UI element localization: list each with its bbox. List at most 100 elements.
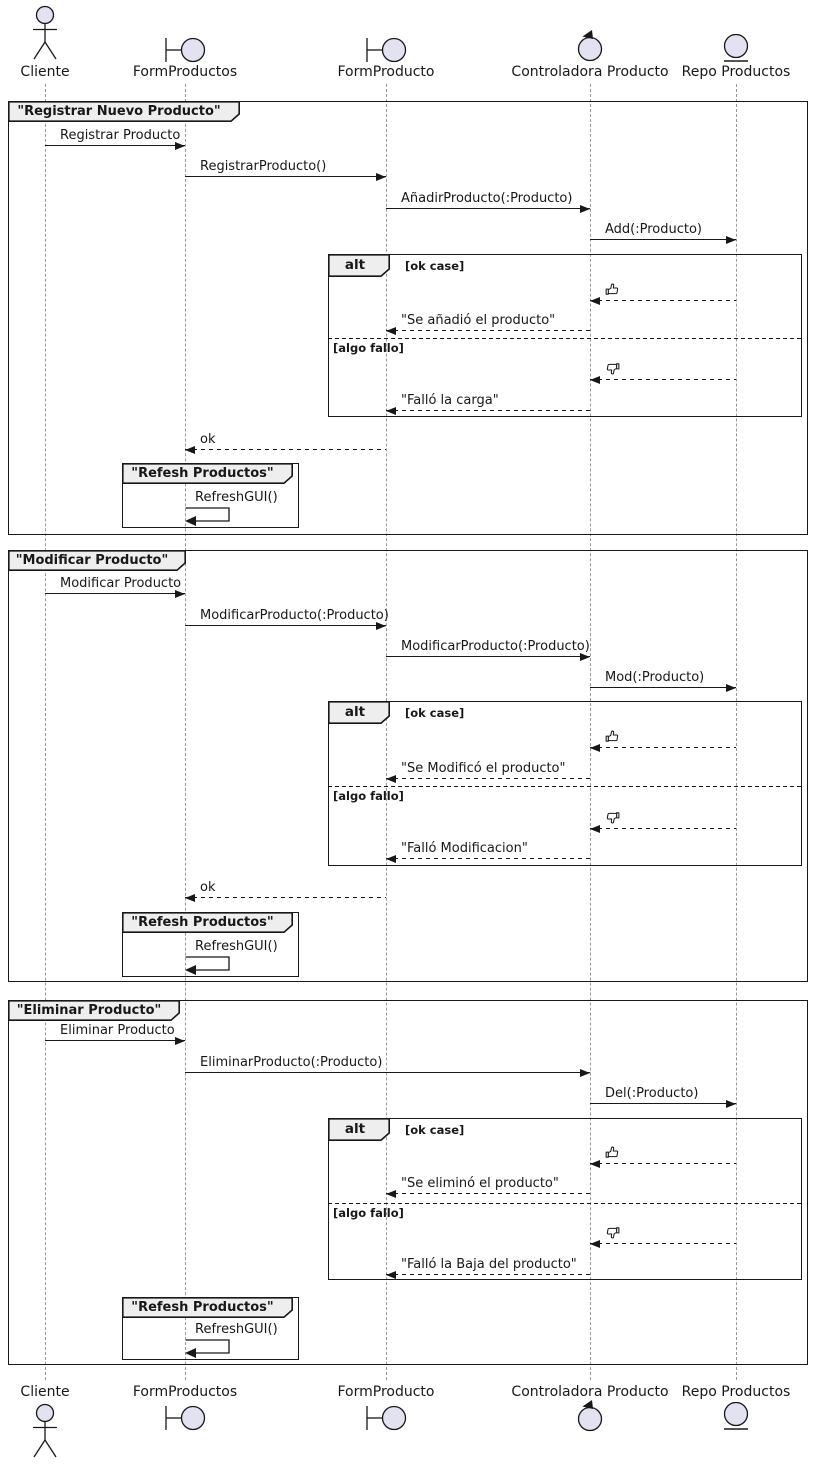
subgroup-frame-tab <box>122 912 293 937</box>
arrowhead-right <box>175 589 185 598</box>
message-line <box>386 778 590 780</box>
arrowhead-left <box>590 375 600 384</box>
message-label: EliminarProducto(:Producto) <box>200 1055 383 1070</box>
lifeline-controladora <box>590 84 591 1380</box>
self-message-arrow <box>185 955 237 977</box>
alt-else-label: [algo fallo] <box>333 341 404 355</box>
message-label: "Falló Modificacion" <box>401 841 528 856</box>
lifeline-formproducto <box>386 84 387 1380</box>
message-line <box>185 625 386 626</box>
message-label: ModificarProducto(:Producto) <box>200 608 389 623</box>
group-frame-tab <box>8 1000 180 1025</box>
boundary-icon <box>364 36 408 64</box>
boundary-icon <box>163 1404 207 1432</box>
alt-frame-label: alt <box>344 704 366 720</box>
self-message-label: RefreshGUI() <box>195 490 278 505</box>
arrowhead-right <box>580 204 590 213</box>
message-line <box>590 300 736 302</box>
message-label: AñadirProducto(:Producto) <box>401 191 573 206</box>
message-line <box>590 747 736 749</box>
arrowhead-left <box>590 296 600 305</box>
message-line <box>185 1072 590 1073</box>
entity-icon <box>721 1401 751 1432</box>
participant-formproducto-label-top: FormProducto <box>337 64 435 80</box>
message-label: ok <box>200 432 216 447</box>
alt-frame-tab <box>328 1118 391 1145</box>
thumbs-down-icon <box>605 1225 620 1240</box>
message-line <box>386 410 590 412</box>
participant-formproducto-label-bottom: FormProducto <box>337 1384 435 1400</box>
message-label: Mod(:Producto) <box>605 670 705 685</box>
subgroup-frame-title: "Refesh Productos" <box>131 1300 274 1315</box>
alt-condition-label: [ok case] <box>405 706 465 720</box>
arrowhead-left <box>386 326 396 335</box>
group-frame-tab <box>8 550 186 575</box>
arrowhead-right <box>376 172 386 181</box>
lifeline-formproductos <box>185 84 186 1380</box>
message-label: ok <box>200 880 216 895</box>
message-label: Del(:Producto) <box>605 1086 699 1101</box>
subgroup-frame-tab <box>122 1297 293 1322</box>
alt-frame <box>328 701 802 866</box>
message-line <box>386 1274 590 1276</box>
alt-frame <box>328 254 802 417</box>
message-line <box>590 1163 736 1165</box>
message-label: "Falló la Baja del producto" <box>401 1257 577 1272</box>
alt-frame-tab <box>328 701 391 728</box>
message-line <box>590 828 736 830</box>
participant-controladora-label-top: Controladora Producto <box>511 64 669 80</box>
alt-else-divider <box>328 338 802 339</box>
arrowhead-right <box>580 652 590 661</box>
control-icon <box>575 28 605 62</box>
self-message-label: RefreshGUI() <box>195 1322 278 1337</box>
arrowhead-right <box>580 1068 590 1077</box>
arrowhead-left <box>386 1189 396 1198</box>
message-line <box>45 145 185 146</box>
arrowhead-left <box>185 893 195 902</box>
message-label: "Se Modificó el producto" <box>401 761 566 776</box>
arrowhead-left <box>590 824 600 833</box>
group-frame-title: "Eliminar Producto" <box>16 1003 162 1018</box>
arrowhead-right <box>175 141 185 150</box>
message-label: RegistrarProducto() <box>200 159 327 174</box>
message-line <box>386 208 590 209</box>
subgroup-frame-tab <box>122 463 293 488</box>
group-frame <box>8 101 808 535</box>
arrowhead-right <box>175 1036 185 1045</box>
arrowhead-left <box>386 774 396 783</box>
message-line <box>45 1040 185 1041</box>
message-line <box>590 1103 736 1104</box>
participant-formproductos-label-top: FormProductos <box>132 64 238 80</box>
participant-repo-label-top: Repo Productos <box>681 64 791 80</box>
subgroup-frame-title: "Refesh Productos" <box>131 915 274 930</box>
self-message-arrow <box>185 1338 237 1360</box>
entity-icon <box>721 33 751 64</box>
message-line <box>590 687 736 688</box>
group-frame <box>8 550 808 982</box>
message-label: "Falló la carga" <box>401 393 499 408</box>
arrowhead-right <box>726 1099 736 1108</box>
message-label: "Se eliminó el producto" <box>401 1176 559 1191</box>
thumbs-up-icon <box>605 1145 620 1160</box>
message-line <box>185 449 386 451</box>
thumbs-down-icon <box>605 810 620 825</box>
participant-repo-label-bottom: Repo Productos <box>681 1384 791 1400</box>
message-line <box>590 1243 736 1245</box>
arrowhead-left <box>590 743 600 752</box>
thumbs-up-icon <box>605 729 620 744</box>
alt-else-label: [algo fallo] <box>333 789 404 803</box>
participant-controladora-label-bottom: Controladora Producto <box>511 1384 669 1400</box>
message-line <box>590 379 736 381</box>
lifeline-cliente <box>45 84 46 1380</box>
actor-icon <box>23 4 67 62</box>
actor-icon <box>23 1402 67 1460</box>
message-line <box>386 858 590 860</box>
thumbs-up-icon <box>605 282 620 297</box>
boundary-icon <box>163 36 207 64</box>
arrowhead-left <box>386 406 396 415</box>
alt-else-label: [algo fallo] <box>333 1206 404 1220</box>
alt-condition-label: [ok case] <box>405 259 465 273</box>
message-label: "Se añadió el producto" <box>401 313 556 328</box>
alt-else-divider <box>328 1203 802 1204</box>
message-label: Eliminar Producto <box>60 1023 175 1038</box>
